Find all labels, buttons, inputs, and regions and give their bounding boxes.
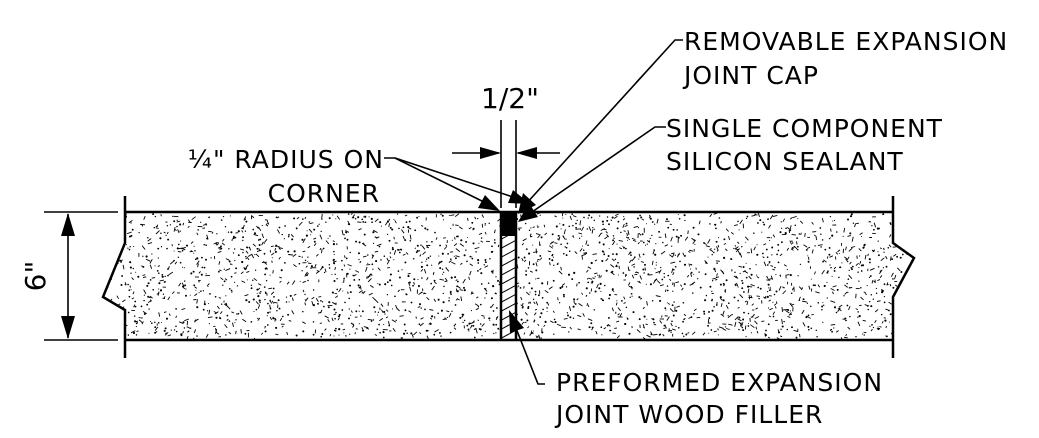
joint-width-label: 1/2" bbox=[481, 82, 539, 115]
sealant-label-line2: SILICON SEALANT bbox=[666, 147, 904, 176]
radius-label-line1: ¼" RADIUS ON bbox=[188, 145, 384, 174]
sealant-label-line1: SINGLE COMPONENT bbox=[666, 114, 943, 143]
thickness-dimension bbox=[44, 211, 118, 341]
filler-label-line2: JOINT WOOD FILLER bbox=[554, 400, 823, 429]
cap-label-line2: JOINT CAP bbox=[682, 61, 819, 90]
thickness-label: 6" bbox=[19, 261, 52, 292]
concrete-texture-right bbox=[516, 212, 914, 340]
cap-label-line1: REMOVABLE EXPANSION bbox=[684, 27, 1008, 56]
joint-cap-sealant bbox=[501, 213, 516, 236]
wood-filler-hatch bbox=[501, 236, 516, 340]
filler-label-line1: PREFORMED EXPANSION bbox=[556, 368, 883, 397]
sealant-leader bbox=[518, 126, 666, 222]
radius-label-line2: CORNER bbox=[268, 179, 380, 208]
radius-leader bbox=[384, 157, 530, 211]
concrete-texture-left bbox=[103, 212, 501, 340]
filler-leader bbox=[509, 310, 545, 385]
